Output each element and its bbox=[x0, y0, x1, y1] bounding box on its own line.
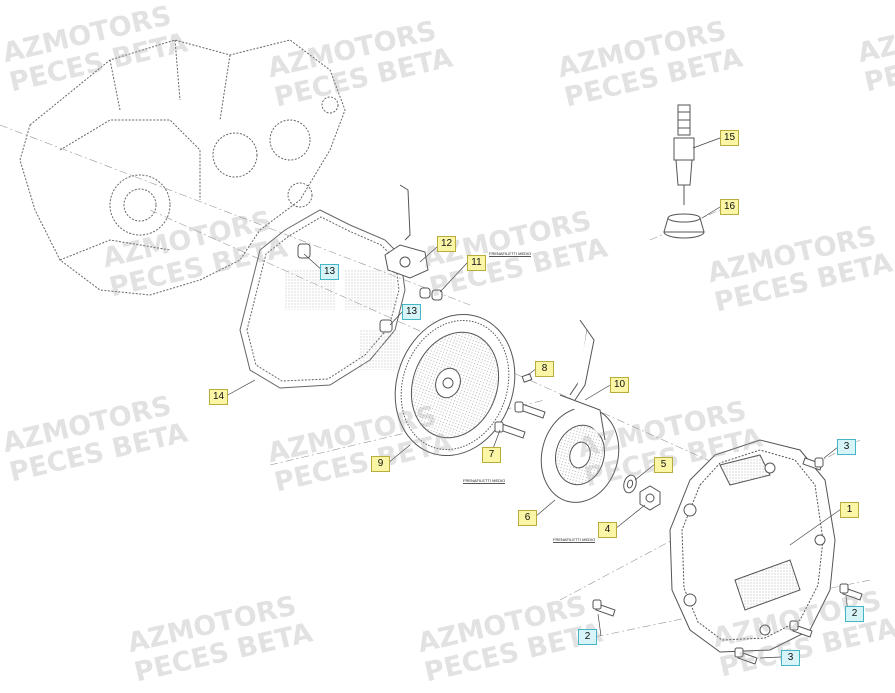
callout-12[interactable]: 12 bbox=[437, 236, 456, 252]
callout-8[interactable]: 8 bbox=[535, 361, 554, 377]
threadlocker-note: FRENAFILETTI MEDIO bbox=[463, 478, 506, 484]
cover-bolts bbox=[592, 457, 863, 665]
stator-bolts bbox=[494, 401, 546, 439]
callout-1[interactable]: 1 bbox=[840, 502, 859, 518]
callout-7[interactable]: 7 bbox=[482, 447, 501, 463]
threadlocker-note: FRENAFILETTI MEDIO bbox=[553, 537, 596, 543]
stator bbox=[540, 319, 620, 503]
callout-5[interactable]: 5 bbox=[654, 457, 673, 473]
callout-16[interactable]: 16 bbox=[720, 199, 739, 215]
callout-4[interactable]: 4 bbox=[598, 522, 617, 538]
spark-plug-washer bbox=[663, 213, 705, 239]
callout-10[interactable]: 10 bbox=[610, 377, 629, 393]
woodruff-key bbox=[521, 373, 533, 383]
ignition-cover bbox=[669, 439, 836, 653]
flywheel-nut bbox=[639, 485, 661, 511]
callout-15[interactable]: 15 bbox=[720, 130, 739, 146]
washer bbox=[623, 474, 637, 494]
callout-2[interactable]: 2 bbox=[845, 606, 864, 622]
callout-3[interactable]: 3 bbox=[837, 439, 856, 455]
callout-13[interactable]: 13 bbox=[402, 304, 421, 320]
leader-lines bbox=[225, 137, 849, 659]
callout-11[interactable]: 11 bbox=[467, 255, 486, 271]
callout-9[interactable]: 9 bbox=[371, 456, 390, 472]
threadlocker-note: FRENAFILETTI MEDIO bbox=[489, 251, 532, 257]
pickup-sensor bbox=[384, 184, 429, 279]
spark-plug bbox=[673, 104, 695, 205]
callout-2[interactable]: 2 bbox=[578, 629, 597, 645]
callout-14[interactable]: 14 bbox=[209, 389, 228, 405]
callout-3[interactable]: 3 bbox=[781, 650, 800, 666]
crankcase bbox=[19, 39, 346, 296]
callout-13[interactable]: 13 bbox=[320, 264, 339, 280]
callout-6[interactable]: 6 bbox=[518, 510, 537, 526]
flywheel bbox=[394, 313, 516, 457]
